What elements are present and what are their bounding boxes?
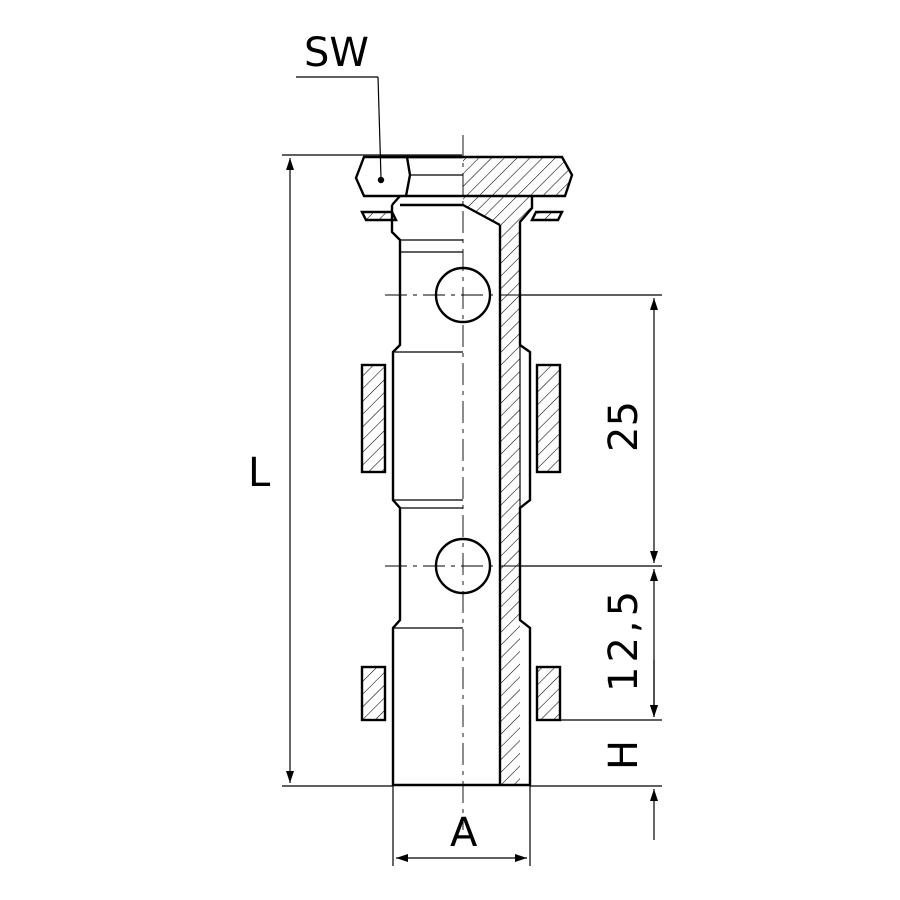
hole-dimensions bbox=[520, 294, 662, 840]
thread-diameter-dimension bbox=[392, 786, 531, 866]
length-dimension bbox=[282, 154, 462, 787]
thread-diameter-label: A bbox=[450, 810, 478, 856]
hole-pitch-label: 25 bbox=[601, 401, 647, 452]
hole-offset-label: 12,5 bbox=[601, 587, 647, 692]
section-hatching bbox=[362, 157, 572, 785]
length-label: L bbox=[248, 450, 271, 496]
centerlines bbox=[385, 135, 520, 830]
sw-leader bbox=[296, 76, 385, 184]
thread-height-label: H bbox=[601, 740, 647, 770]
sw-label: SW bbox=[304, 30, 369, 76]
bolt-outline bbox=[354, 155, 574, 787]
